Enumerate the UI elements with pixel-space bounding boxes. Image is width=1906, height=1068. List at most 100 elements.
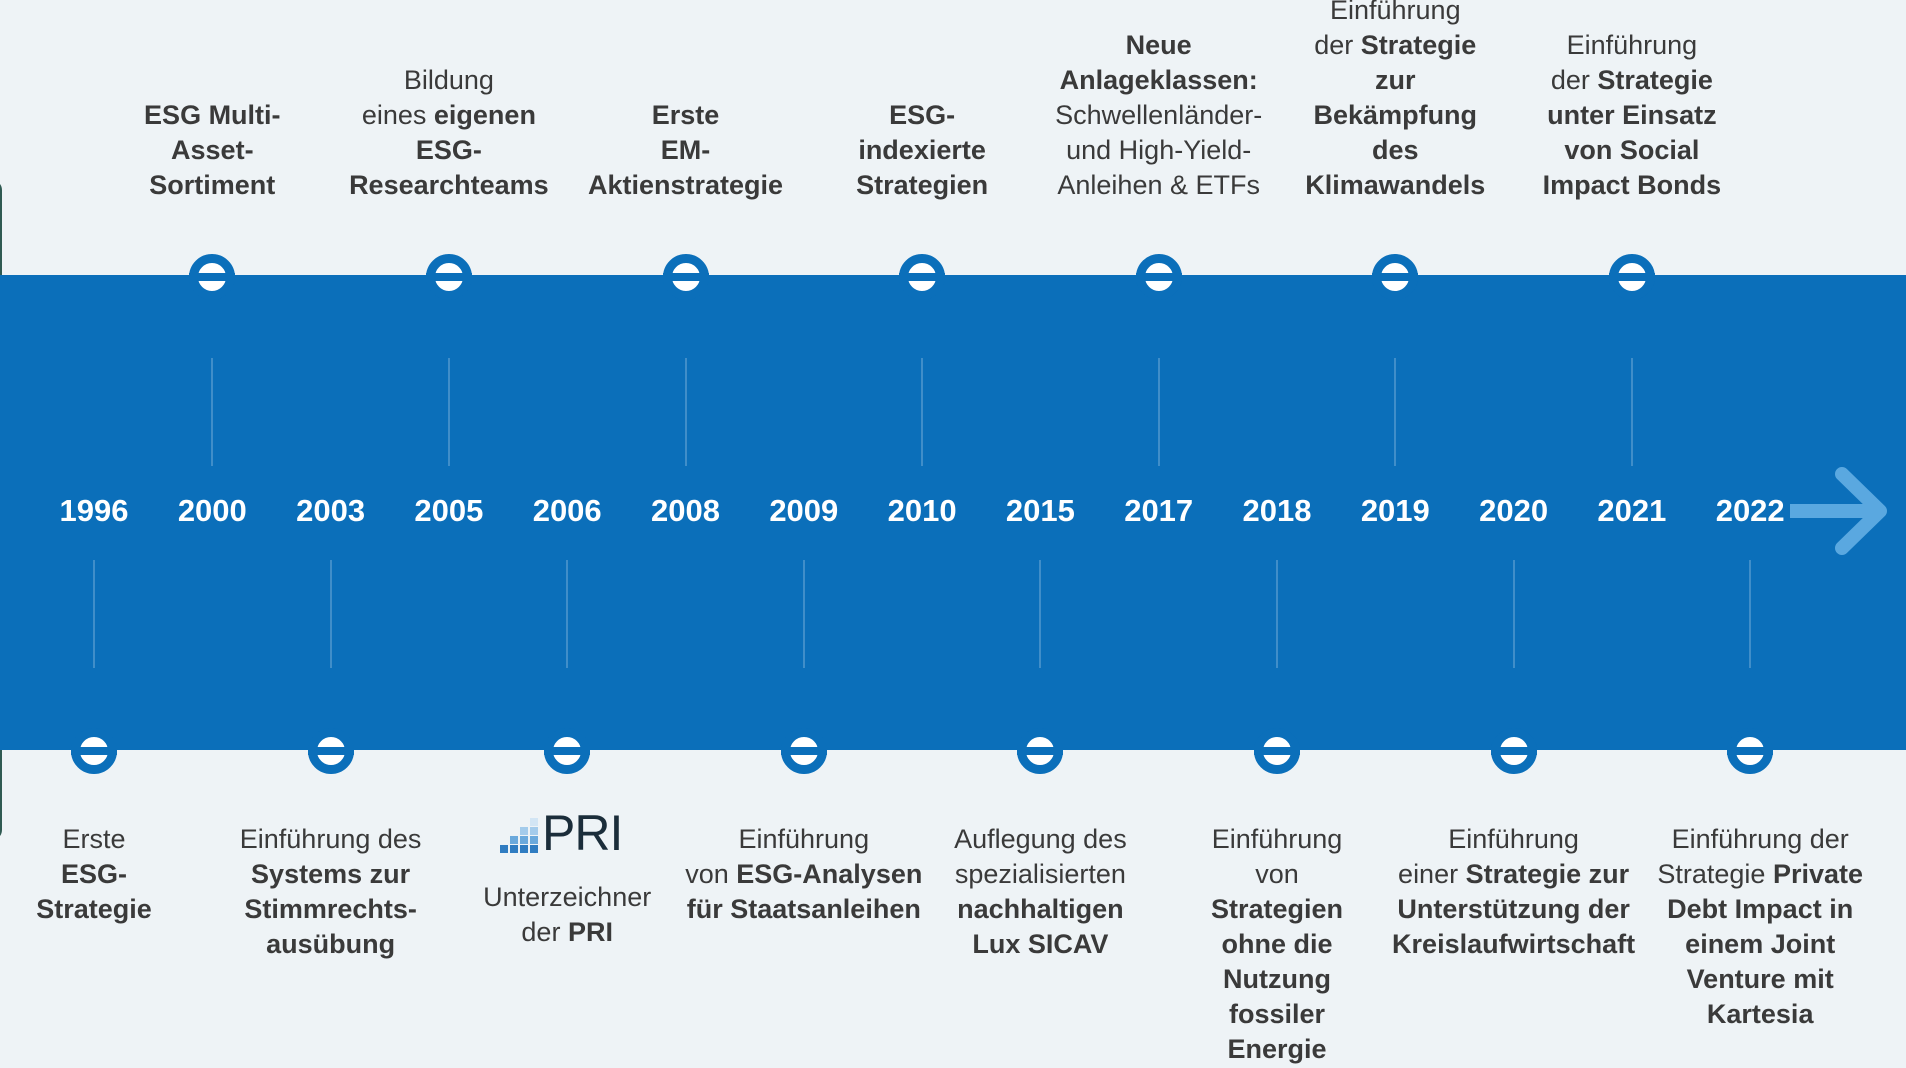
- timeline-node: [899, 254, 946, 300]
- event-line: Unterzeichner: [447, 880, 687, 915]
- event-line: Stimmrechts-: [211, 892, 451, 927]
- event-text-bold: Strategie zur: [1465, 859, 1630, 889]
- event-text-bold: EM-: [660, 135, 711, 165]
- timeline-node: [662, 254, 709, 300]
- event-line: Impact Bonds: [1512, 168, 1752, 203]
- event-line: ESG-: [4, 857, 184, 892]
- connector-line: [211, 358, 214, 466]
- year-label-1996: 1996: [59, 493, 129, 528]
- event-text-bold: Strategie: [36, 894, 152, 924]
- event-line: EM-: [566, 133, 806, 168]
- event-line: Anlageklassen:: [1039, 63, 1279, 98]
- event-line: Venture mit: [1645, 962, 1875, 997]
- event-text-normal: einer: [1398, 859, 1466, 889]
- event-line: indexierte: [802, 133, 1042, 168]
- year-label-2019: 2019: [1360, 493, 1430, 528]
- connector-line: [802, 560, 805, 668]
- event-text-normal: Erste: [62, 824, 126, 854]
- event-line: ESG Multi-: [92, 98, 332, 133]
- event-text-bold: Asset-: [171, 135, 254, 165]
- event-line: für Staatsanleihen: [684, 892, 924, 927]
- timeline-node: [1372, 254, 1419, 300]
- event-text-normal: der: [1314, 30, 1361, 60]
- event-line: Neue: [1039, 28, 1279, 63]
- event-text-normal: von: [1255, 859, 1299, 889]
- event-line: Erste: [4, 822, 184, 857]
- year-label-2006: 2006: [532, 493, 602, 528]
- event-text-normal: Einführung des: [239, 824, 422, 854]
- event-text-normal: und High-Yield-: [1066, 135, 1252, 165]
- event-text-bold: Klimawandels: [1305, 170, 1486, 200]
- year-label-2020: 2020: [1479, 493, 1549, 528]
- timeline-node: [1608, 254, 1655, 300]
- event-line: Einführung: [684, 822, 924, 857]
- event-line: der Strategie: [1512, 63, 1752, 98]
- event-text-normal: Schwellenländer-: [1055, 100, 1263, 130]
- event-line: Einführung der: [1645, 822, 1875, 857]
- connector-line: [1394, 358, 1397, 466]
- event-text-bold: Strategien: [856, 170, 989, 200]
- event-line: ohne die: [1157, 927, 1397, 962]
- event-line: des: [1275, 133, 1515, 168]
- event-line: ESG-: [802, 98, 1042, 133]
- event-line: Debt Impact in: [1645, 892, 1875, 927]
- event-line: der PRI: [447, 915, 687, 950]
- event-text-bold: von Social: [1564, 135, 1700, 165]
- event-text-normal: Anleihen & ETFs: [1057, 170, 1260, 200]
- event-text-normal: Einführung: [1329, 0, 1461, 25]
- event-text-bold: Systems zur: [251, 859, 411, 889]
- event-line: ausübung: [211, 927, 451, 962]
- event-text-normal: Unterzeichner: [483, 882, 652, 912]
- event-text-bold: ESG-Analysen: [736, 859, 923, 889]
- event-text-bold: Strategie: [1360, 30, 1477, 60]
- event-text-bold: Kartesia: [1706, 999, 1814, 1029]
- event-text-bold: ESG-: [60, 859, 127, 889]
- event-top-2000: ESG Multi-Asset-Sortiment: [92, 98, 332, 203]
- event-text-bold: Anlageklassen:: [1059, 65, 1258, 95]
- event-line: Anleihen & ETFs: [1039, 168, 1279, 203]
- timeline-node: [1254, 728, 1300, 774]
- year-label-2009: 2009: [769, 493, 839, 528]
- event-line: Klimawandels: [1275, 168, 1515, 203]
- connector-line: [921, 358, 924, 466]
- event-line: von ESG-Analysen: [684, 857, 924, 892]
- event-text-normal: Auflegung des: [954, 824, 1127, 854]
- event-line: zur: [1275, 63, 1515, 98]
- event-text-bold: ausübung: [266, 929, 396, 959]
- event-text-bold: ESG-: [415, 135, 482, 165]
- event-text-bold: indexierte: [858, 135, 986, 165]
- event-text-normal: von: [685, 859, 737, 889]
- timeline-node: [1490, 728, 1537, 774]
- event-line: Erste: [566, 98, 806, 133]
- timeline-node: [307, 728, 354, 774]
- event-text-normal: spezialisierten: [954, 859, 1126, 889]
- event-line: einer Strategie zur: [1379, 857, 1649, 892]
- event-text-bold: fossiler: [1228, 999, 1326, 1029]
- event-line: einem Joint: [1645, 927, 1875, 962]
- event-line: von: [1157, 857, 1397, 892]
- event-line: Lux SICAV: [920, 927, 1160, 962]
- event-text-bold: Neue: [1125, 30, 1192, 60]
- timeline-node: [1727, 728, 1774, 774]
- event-line: Kreislaufwirtschaft: [1379, 927, 1649, 962]
- connector-line: [1749, 560, 1752, 668]
- event-text-bold: Venture mit: [1686, 964, 1834, 994]
- event-text-normal: Strategie: [1657, 859, 1773, 889]
- event-text-bold: ESG-: [889, 100, 956, 130]
- event-line: ESG-: [329, 133, 569, 168]
- pri-logo: PRI: [500, 805, 623, 861]
- connector-line: [1039, 560, 1042, 668]
- event-line: Bekämpfung: [1275, 98, 1515, 133]
- year-label-2005: 2005: [414, 493, 484, 528]
- year-label-2000: 2000: [177, 493, 247, 528]
